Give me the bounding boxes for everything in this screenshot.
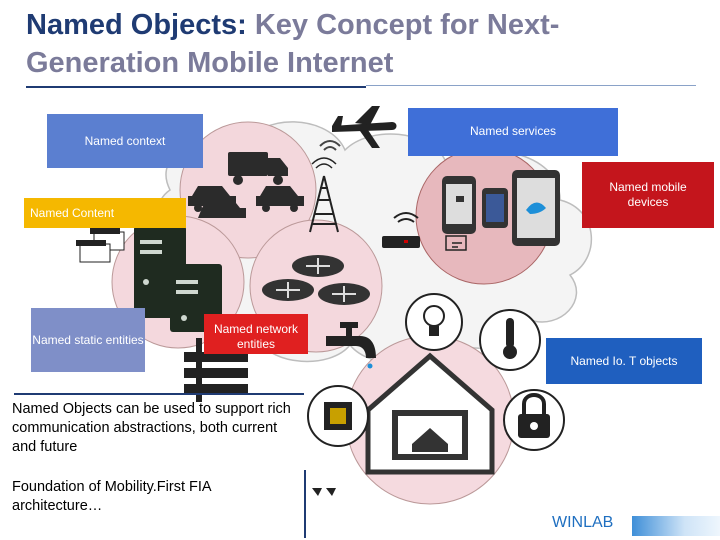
named-network-entities-box: Named network entities (204, 314, 308, 354)
named-content-box: Named Content (24, 198, 186, 228)
truck-icon (228, 152, 288, 185)
slide-title: Named Objects: Key Concept for Next-Gene… (26, 6, 706, 82)
title-underline (26, 86, 366, 88)
light-bulb-icon (405, 293, 463, 351)
smart-home-icon (365, 352, 495, 475)
social-phone-icon (482, 188, 508, 228)
car-icon (188, 186, 304, 218)
title-accent: Key Concept for Next-Generation Mobile I… (26, 9, 560, 79)
note-foundation: Foundation of Mobility.First FIA archite… (12, 479, 211, 514)
thermometer-icon (479, 309, 541, 371)
glasses-icon (312, 488, 336, 496)
title-main: Named Objects: (26, 9, 247, 41)
named-static-entities-box: Named static entities (31, 308, 145, 372)
context-circle (179, 121, 317, 259)
wifi-signal-icon (319, 140, 341, 151)
cell-tower-icon (309, 157, 339, 233)
named-iot-objects-box: Named Io. T objects (546, 338, 702, 384)
phone-icon (442, 176, 476, 234)
named-mobile-devices-box: Named mobile devices (582, 162, 714, 228)
network-stack-icon (184, 338, 248, 402)
faucet-icon (326, 322, 376, 369)
named-context-box: Named context (47, 114, 203, 168)
chip-icon (307, 385, 369, 447)
title-underline-thin (366, 85, 696, 86)
winlab-logo-bar (632, 516, 720, 536)
notes-divider (14, 393, 304, 395)
named-services-box: Named services (408, 108, 618, 156)
wifi-router-icon (382, 212, 420, 248)
small-device-icon (445, 235, 467, 251)
winlab-logo-text: WINLAB (552, 514, 614, 531)
router-arrows (276, 258, 356, 302)
server-details (140, 240, 198, 321)
film-clapper-icon (76, 228, 125, 263)
note-rich-abstractions: Named Objects can be used to support ric… (12, 401, 291, 455)
airplane-icon (332, 106, 397, 148)
tablet-icon (512, 170, 560, 246)
lock-icon (503, 389, 565, 451)
vertical-divider (304, 470, 306, 538)
